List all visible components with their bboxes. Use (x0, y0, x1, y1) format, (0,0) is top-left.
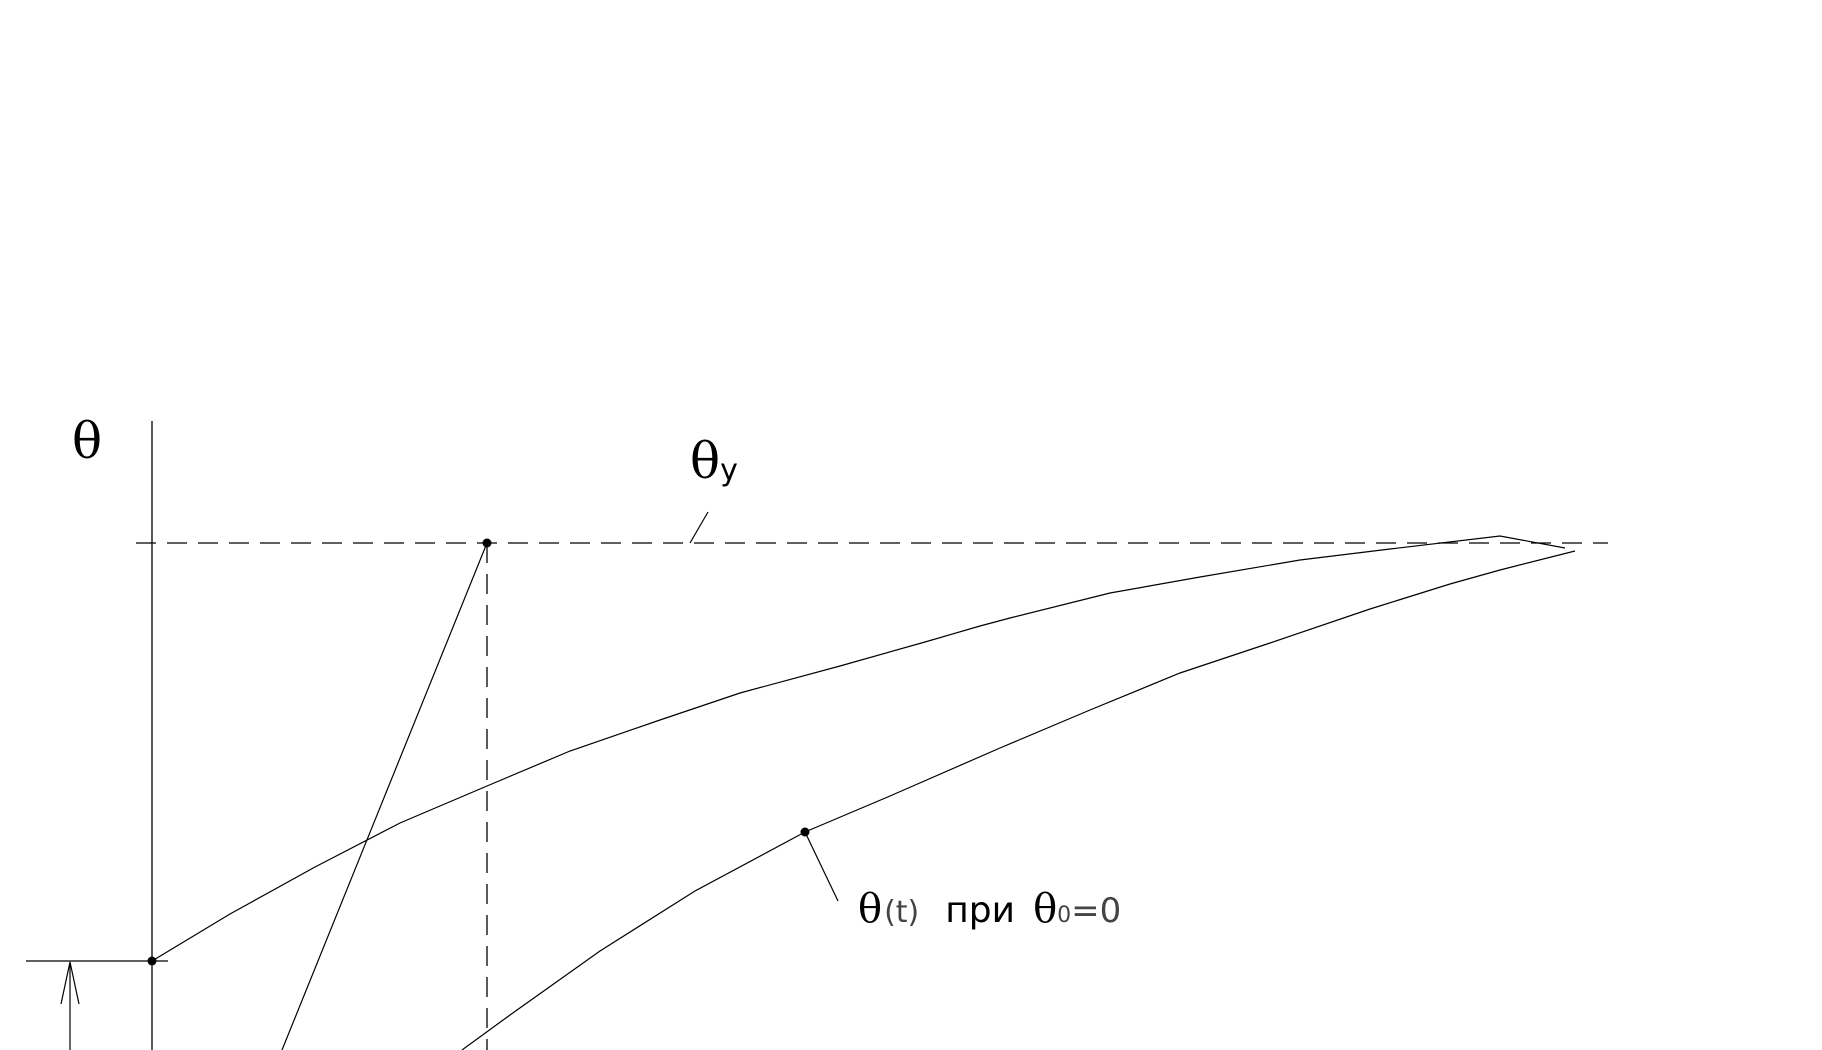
tangent-point (482, 538, 492, 548)
curve-zero-initial (461, 550, 1576, 1050)
tangent-line (281, 542, 488, 1050)
arrow-up-icon (60, 961, 80, 1005)
curve-label-leader (804, 831, 839, 902)
steady-state-subscript: у (720, 453, 738, 488)
steady-state-leader (689, 511, 709, 544)
y-axis-label: θ (72, 412, 102, 470)
curve-initial-temperature (151, 535, 1566, 962)
steady-state-label: θу (690, 432, 738, 490)
